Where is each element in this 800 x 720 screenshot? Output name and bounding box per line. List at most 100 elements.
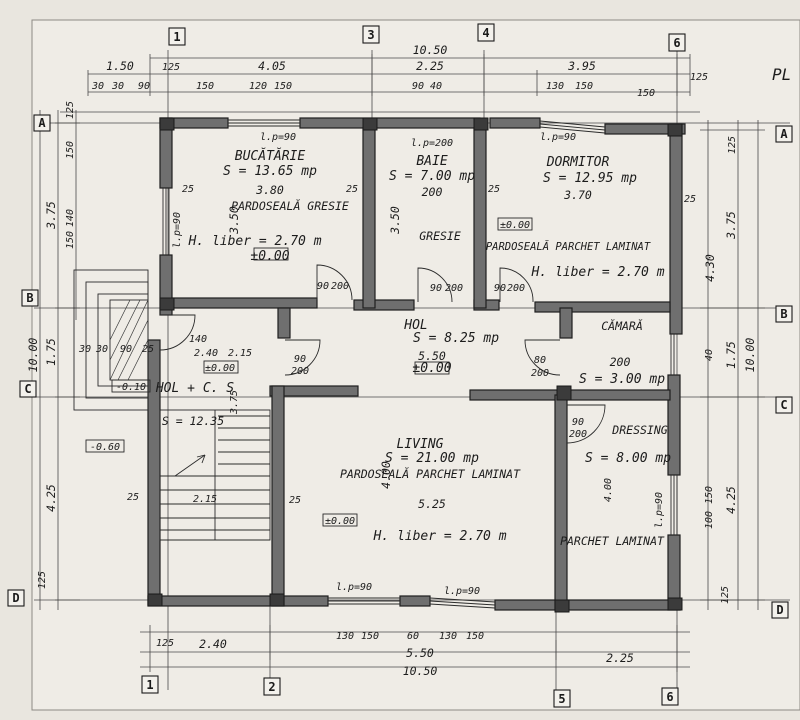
door-camara-200: 200: [531, 368, 549, 379]
dim-top-edge-left: 125: [162, 62, 180, 73]
dim-top-s10: 150: [575, 81, 593, 92]
bottom-dimension-lines: [140, 625, 690, 672]
hol-area: S = 8.25 mp: [413, 331, 499, 346]
living-area: S = 21.00 mp: [385, 451, 479, 466]
dim-top-s8: 40: [430, 81, 442, 92]
door-swings: [159, 264, 606, 444]
axis-b-left: B: [26, 291, 33, 305]
living-depth: 4.00: [379, 461, 393, 489]
axis-2-bottom-marker: [263, 677, 281, 696]
baie-name: BAIE: [416, 154, 447, 169]
left-dimension-lines: [34, 110, 80, 610]
dim-left-s4: 150: [65, 231, 76, 249]
dormitor-name: DORMITOR: [546, 155, 610, 170]
top-dimension-lines: [60, 54, 700, 113]
baie-width: 200: [422, 185, 443, 199]
dim-top-s2: 30: [111, 81, 124, 92]
dim-entry-140: 140: [189, 334, 207, 345]
dim-top-seg-4: 3.95: [567, 59, 596, 73]
axis-4-top-marker: [477, 23, 495, 42]
living-width: 5.25: [418, 497, 446, 511]
dim-right-s2: 4.30: [703, 254, 717, 282]
axis-d-right-marker: [771, 601, 789, 619]
kitchen-window-label: l.p=90: [260, 132, 296, 143]
axis-1-bottom-marker: [141, 675, 159, 694]
bath-window-label: l.p=200: [411, 138, 453, 149]
living-floor: PARDOSEALĂ PARCHET LAMINAT: [340, 466, 521, 481]
axis-6-top-marker: [668, 33, 686, 52]
axis-c-left-marker: [19, 380, 37, 398]
axis-5-bottom: 5: [558, 692, 565, 706]
camara-width: 200: [610, 355, 631, 369]
dressing-area: S = 8.00 mp: [585, 451, 671, 466]
dim-top-s3: 90: [138, 81, 150, 92]
dim-bottom-s2: 150: [361, 631, 379, 642]
bucatarie-level: ±0.00: [250, 249, 289, 264]
dim-left-seg-2: 1.75: [44, 338, 58, 366]
dim-top-s7: 90: [412, 81, 424, 92]
wall-25-a: 25: [182, 184, 194, 195]
axis-2-bottom: 2: [268, 680, 275, 694]
porch-level: -0.60: [90, 442, 120, 453]
living-name: LIVING: [397, 437, 444, 452]
axis-b-left-marker: [21, 289, 39, 307]
door-living-200: 200: [291, 366, 309, 377]
dim-bottom-edge: 125: [156, 638, 174, 649]
right-dimension-lines: [700, 120, 765, 610]
axis-d-right: D: [776, 603, 783, 617]
dim-bottom-seg-3: 2.25: [606, 651, 634, 665]
dim-right-seg-1: 3.75: [724, 211, 738, 240]
axis-markers-vertical: [141, 23, 686, 708]
holcs-area: S = 12.35: [162, 414, 224, 428]
axis-b-right: B: [780, 307, 787, 321]
door-bed-200: 200: [507, 283, 525, 294]
windows: [162, 119, 678, 609]
dim-bottom-s1: 130: [336, 631, 354, 642]
wall-25-d: 25: [684, 194, 696, 205]
dim-bottom-s5: 150: [466, 631, 484, 642]
dim-right-total: 10.00: [743, 338, 757, 373]
baie-floor: GRESIE: [419, 229, 461, 243]
dim-left-s6: 30: [95, 344, 108, 355]
door-living-90: 90: [294, 354, 306, 365]
dim-entry-240: 2.40: [194, 348, 218, 359]
dim-dressing-400: 4.00: [603, 478, 614, 502]
dim-right-seg-2: 1.75: [724, 341, 738, 369]
living-window1-label: l.p=90: [336, 582, 372, 593]
bucatarie-name: BUCĂTĂRIE: [235, 148, 306, 164]
kitchen-side-window-label: l.p=90: [172, 212, 183, 248]
door-dressing-70: 90: [572, 417, 584, 428]
bucatarie-depth: 3.50: [227, 206, 241, 235]
dim-stair-215: 2.15: [193, 494, 217, 505]
door-bath-200: 200: [445, 283, 463, 294]
holcs-name: HOL + C. S: [155, 381, 234, 396]
bucatarie-width: 3.80: [255, 183, 284, 197]
dormitor-width: 3.70: [563, 188, 592, 202]
hol-name: HOL: [403, 318, 427, 333]
axis-b-right-marker: [775, 305, 793, 323]
baie-depth: 3.50: [388, 206, 402, 235]
level-boxes: [85, 217, 533, 527]
dim-right-s6: 125: [720, 586, 731, 604]
axis-a-left-marker: [33, 114, 51, 132]
dim-right-s5: 150: [704, 486, 715, 504]
axis-5-bottom-marker: [553, 689, 571, 708]
axis-3-top-marker: [362, 25, 380, 44]
dim-top-s9: 130: [546, 81, 564, 92]
wall-junctions: [147, 117, 683, 613]
dim-left-s9: 125: [37, 571, 48, 589]
dim-left-s3: 140: [65, 209, 76, 227]
dim-bottom-s4: 130: [439, 631, 457, 642]
axis-4-top: 4: [482, 26, 489, 40]
wall-25-c: 25: [488, 184, 500, 195]
dim-left-total: 10.00: [26, 338, 40, 373]
door-bed-90: 90: [494, 283, 506, 294]
dim-right-s4: 100: [704, 511, 715, 529]
door-kitchen-90: 90: [317, 281, 329, 292]
bucatarie-height: H. liber = 2.70 m: [187, 234, 321, 249]
axis-a-left: A: [38, 116, 46, 130]
axis-d-left-marker: [7, 589, 25, 607]
dim-top-total: 10.50: [413, 43, 448, 57]
axis-a-right-marker: [775, 125, 793, 143]
